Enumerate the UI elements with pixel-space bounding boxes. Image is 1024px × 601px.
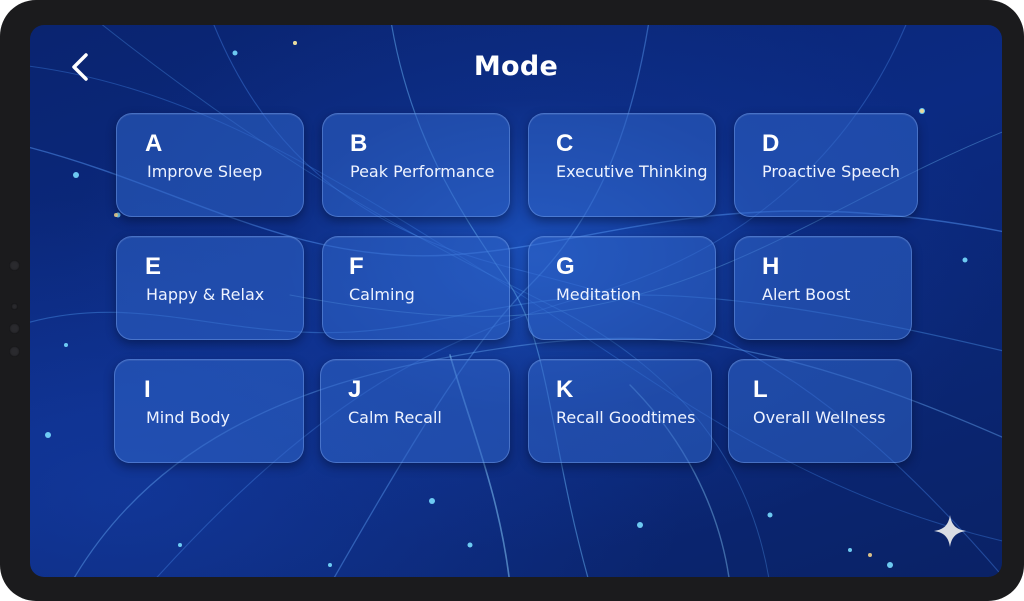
back-button[interactable] [64,49,98,85]
mode-letter: F [349,253,364,280]
mode-letter: D [762,130,780,157]
mode-tile-b[interactable]: B Peak Performance [322,113,510,217]
mode-label: Mind Body [146,408,231,427]
mode-tile-a[interactable]: A Improve Sleep [116,113,304,217]
mode-tile-k[interactable]: K Recall Goodtimes [528,359,712,463]
mode-tile-d[interactable]: D Proactive Speech [734,113,918,217]
mode-label: Calming [349,285,415,304]
mode-letter: I [144,376,151,403]
mode-tile-j[interactable]: J Calm Recall [320,359,510,463]
mode-tile-c[interactable]: C Executive Thinking [528,113,716,217]
app-screen: Mode A Improve Sleep B Peak Performance … [30,25,1002,577]
mode-label: Improve Sleep [147,162,263,181]
mode-tile-e[interactable]: E Happy & Relax [116,236,304,340]
mode-letter: A [145,130,163,157]
side-sensor [9,323,20,334]
mode-letter: E [145,253,162,280]
mode-label: Meditation [556,285,641,304]
sparkle-icon [934,515,966,547]
mode-letter: J [348,376,362,403]
mode-label: Alert Boost [762,285,851,304]
mode-letter: L [753,376,768,403]
side-sensor [9,260,20,271]
mode-letter: G [556,253,575,280]
mode-label: Peak Performance [350,162,495,181]
mode-label: Happy & Relax [146,285,265,304]
chevron-left-icon [72,53,88,81]
mode-tile-g[interactable]: G Meditation [528,236,716,340]
mode-tile-h[interactable]: H Alert Boost [734,236,912,340]
mode-letter: C [556,130,574,157]
mode-label: Calm Recall [348,408,442,427]
mode-tile-l[interactable]: L Overall Wellness [728,359,912,463]
mode-label: Recall Goodtimes [556,408,696,427]
side-sensor [11,303,18,310]
page-title: Mode [473,51,559,82]
mode-letter: K [556,376,574,403]
mode-label: Executive Thinking [556,162,708,181]
mode-label: Proactive Speech [762,162,901,181]
mode-label: Overall Wellness [753,408,886,427]
mode-letter: B [350,130,368,157]
mode-tile-f[interactable]: F Calming [322,236,510,340]
side-sensor [9,346,20,357]
mode-letter: H [762,253,780,280]
mode-tile-i[interactable]: I Mind Body [114,359,304,463]
